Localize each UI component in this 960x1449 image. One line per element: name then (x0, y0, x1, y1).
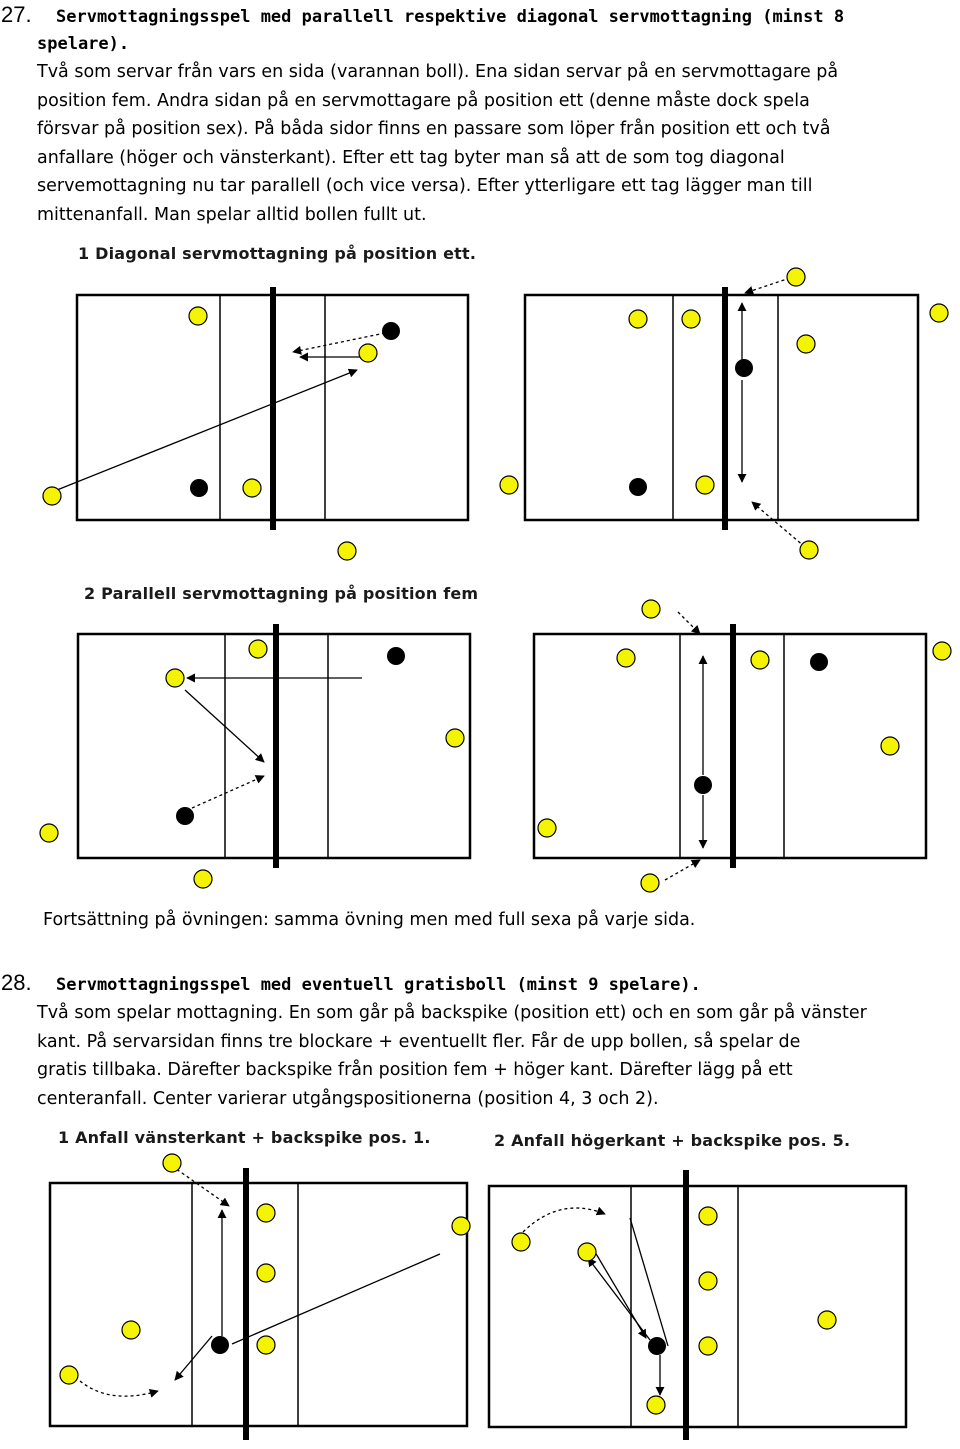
court-parallel-2 (532, 599, 952, 893)
body-line: position fem. Andra sidan på en servmott… (37, 90, 810, 111)
player-yellow (698, 1336, 718, 1356)
player-yellow (242, 478, 262, 498)
player-yellow (193, 869, 213, 889)
player-black (211, 1336, 229, 1354)
player-yellow (750, 650, 770, 670)
player-yellow (695, 475, 715, 495)
exercise-28-heading: 28. Servmottagningsspel med eventuell gr… (0, 970, 960, 1000)
player-yellow (577, 1242, 597, 1262)
player-yellow (42, 486, 62, 506)
body-line: centeranfall. Center varierar utgångspos… (37, 1088, 659, 1109)
player-yellow (499, 475, 519, 495)
player-yellow (929, 303, 949, 323)
player-yellow (880, 736, 900, 756)
exercise-title-cont: spelare). (37, 34, 130, 54)
player-yellow (445, 728, 465, 748)
player-yellow (796, 334, 816, 354)
court-attack-right (487, 1170, 908, 1440)
player-yellow (337, 541, 357, 561)
player-yellow (641, 599, 661, 619)
player-yellow (628, 309, 648, 329)
exercise-number: 28. (1, 970, 32, 995)
player-yellow (698, 1271, 718, 1291)
body-line: Två som servar från vars en sida (varann… (37, 62, 839, 82)
player-yellow (817, 1310, 837, 1330)
exercise-title: Servmottagningsspel med eventuell gratis… (56, 975, 701, 995)
player-yellow (358, 343, 378, 363)
body-line: servemottagning nu tar parallell (och vi… (37, 176, 813, 196)
body-line: kant. På servarsidan finns tre blockare … (37, 1031, 801, 1052)
player-yellow (165, 668, 185, 688)
player-black (694, 776, 712, 794)
body-line: försvar på position sex). På båda sidor … (37, 119, 831, 139)
player-yellow (681, 309, 701, 329)
exercise-27-body: Två som servar från vars en sida (varann… (37, 58, 937, 229)
player-yellow (698, 1206, 718, 1226)
diagram-title: 2 Parallell servmottagning på position f… (84, 584, 479, 603)
player-yellow (59, 1365, 79, 1385)
player-yellow (932, 641, 952, 661)
exercise-27-heading: 27. Servmottagningsspel med parallell re… (0, 2, 960, 32)
player-yellow (616, 648, 636, 668)
continuation-note: Fortsättning på övningen: samma övning m… (43, 910, 696, 930)
court-diagonal-2 (499, 267, 949, 560)
diagram-title: 1 Diagonal servmottagning på position et… (78, 244, 477, 263)
player-yellow (256, 1263, 276, 1283)
player-yellow (451, 1216, 471, 1236)
body-line: gratis tillbaka. Därefter backspike från… (37, 1060, 793, 1080)
player-black (648, 1337, 666, 1355)
player-black (190, 479, 208, 497)
court-diagonal-1 (42, 287, 470, 561)
player-yellow (248, 639, 268, 659)
player-yellow (537, 818, 557, 838)
player-yellow (188, 306, 208, 326)
player-yellow (786, 267, 806, 287)
player-black (176, 807, 194, 825)
court-parallel-1 (39, 624, 472, 889)
player-yellow (39, 823, 59, 843)
player-black (387, 647, 405, 665)
body-line: anfallare (höger och vänsterkant). Efter… (37, 147, 785, 168)
player-yellow (162, 1153, 182, 1173)
player-yellow (256, 1203, 276, 1223)
player-yellow (256, 1335, 276, 1355)
body-line: mittenanfall. Man spelar alltid bollen f… (37, 204, 427, 225)
player-yellow (646, 1395, 666, 1415)
body-line: Två som spelar mottagning. En som går på… (37, 1003, 867, 1023)
player-black (735, 359, 753, 377)
diagram-title: 1 Anfall vänsterkant + backspike pos. 1. (58, 1128, 431, 1147)
player-yellow (511, 1232, 531, 1252)
diagram-title: 2 Anfall högerkant + backspike pos. 5. (494, 1131, 851, 1150)
player-yellow (640, 873, 660, 893)
exercise-title: Servmottagningsspel med parallell respek… (56, 7, 845, 27)
player-black (810, 653, 828, 671)
player-black (382, 322, 400, 340)
player-yellow (799, 540, 819, 560)
player-black (629, 478, 647, 496)
player-yellow (121, 1320, 141, 1340)
exercise-number: 27. (1, 2, 32, 27)
court-attack-left (48, 1153, 471, 1440)
exercise-28-body: Två som spelar mottagning. En som går på… (37, 999, 937, 1113)
